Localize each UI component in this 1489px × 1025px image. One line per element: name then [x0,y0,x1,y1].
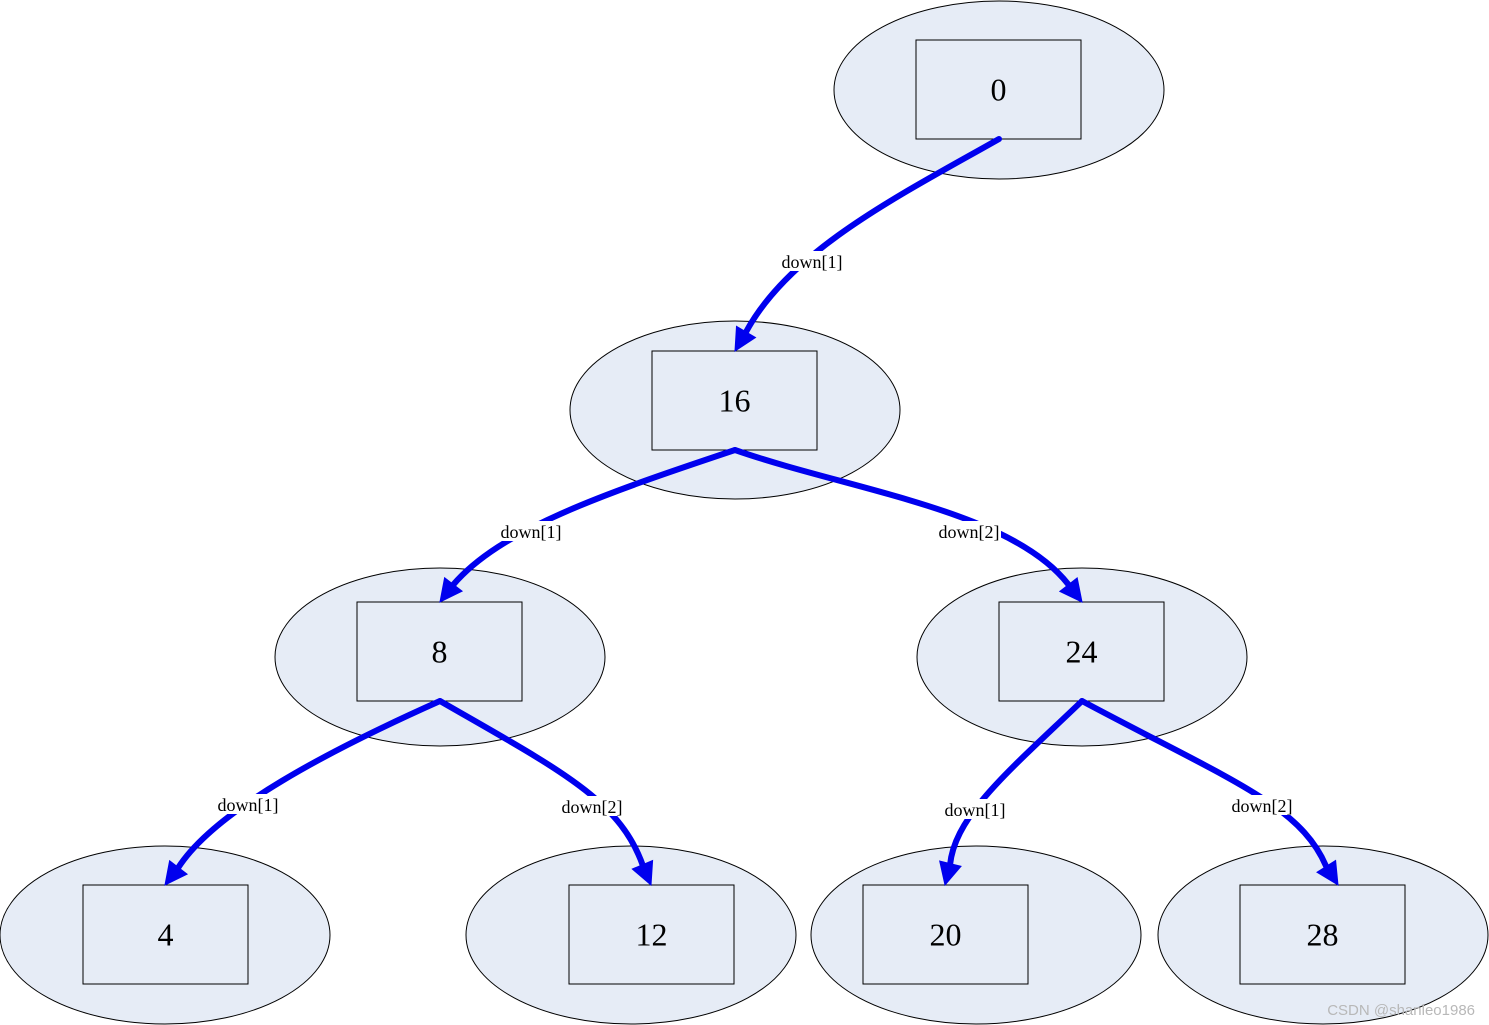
edge-16-to-24-arrowhead [1058,577,1083,603]
node-label-8: 8 [432,634,448,670]
edge-8-to-4-label-bg [216,794,280,814]
edge-8-to-12-arrowhead [631,859,654,887]
node-label-12: 12 [636,917,668,953]
node-box-24 [998,601,1165,702]
edge-8-to-12-label-bg [560,796,624,816]
node-box-28 [1239,884,1406,985]
edge-labels: down[1] down[1] down[2] down[1] down[2] down[… [216,251,1294,820]
edge-24-to-20-arrowhead [939,860,962,887]
node-label-24: 24 [1066,634,1098,670]
edge-8-to-4-arrowhead [164,859,189,886]
edge-8-to-4-line [175,698,443,871]
edge-16-to-8-arrowhead [439,576,464,603]
node-label-4: 4 [158,917,174,953]
edges [164,136,1339,887]
edge-16-to-8-label-bg [499,521,563,541]
watermark: CSDN @shanleo1986 [1327,1002,1475,1019]
edge-8-to-4-label: down[1] [218,795,279,815]
edge-0-to-16-label: down[1] [782,252,843,272]
edge-16-to-8-line [450,447,738,588]
edge-16-to-8-label: down[1] [501,522,562,542]
edge-24-to-20-label: down[1] [945,800,1006,820]
node-label-0: 0 [991,72,1007,108]
edge-0-to-16-label-bg [780,251,844,271]
node-box-12 [568,884,735,985]
edge-24-to-28-arrowhead [1316,859,1339,886]
node-label-16: 16 [719,383,751,419]
edge-0-to-16-arrowhead [734,325,757,352]
edge-24-to-28-label-bg [1230,795,1294,815]
node-label-28: 28 [1307,917,1339,953]
edge-24-to-28-label: down[2] [1232,796,1293,816]
node-boxes: 0 16 8 24 4 12 20 28 [82,39,1406,985]
node-label-20: 20 [930,917,962,953]
edge-24-to-28-line [1079,698,1329,869]
edge-8-to-12-line [437,698,646,869]
node-box-0 [915,39,1082,140]
edge-8-to-12-label: down[2] [562,797,623,817]
edge-16-to-24-line [732,447,1071,587]
node-box-20 [862,884,1029,985]
node-box-16 [651,350,818,451]
edge-16-to-24-label: down[2] [939,522,1000,542]
edge-24-to-20-label-bg [943,799,1007,819]
edge-0-to-16-line [743,136,1002,335]
edge-24-to-20-line [947,698,1085,868]
edge-16-to-24-label-bg [937,521,1001,541]
node-box-8 [356,601,523,702]
